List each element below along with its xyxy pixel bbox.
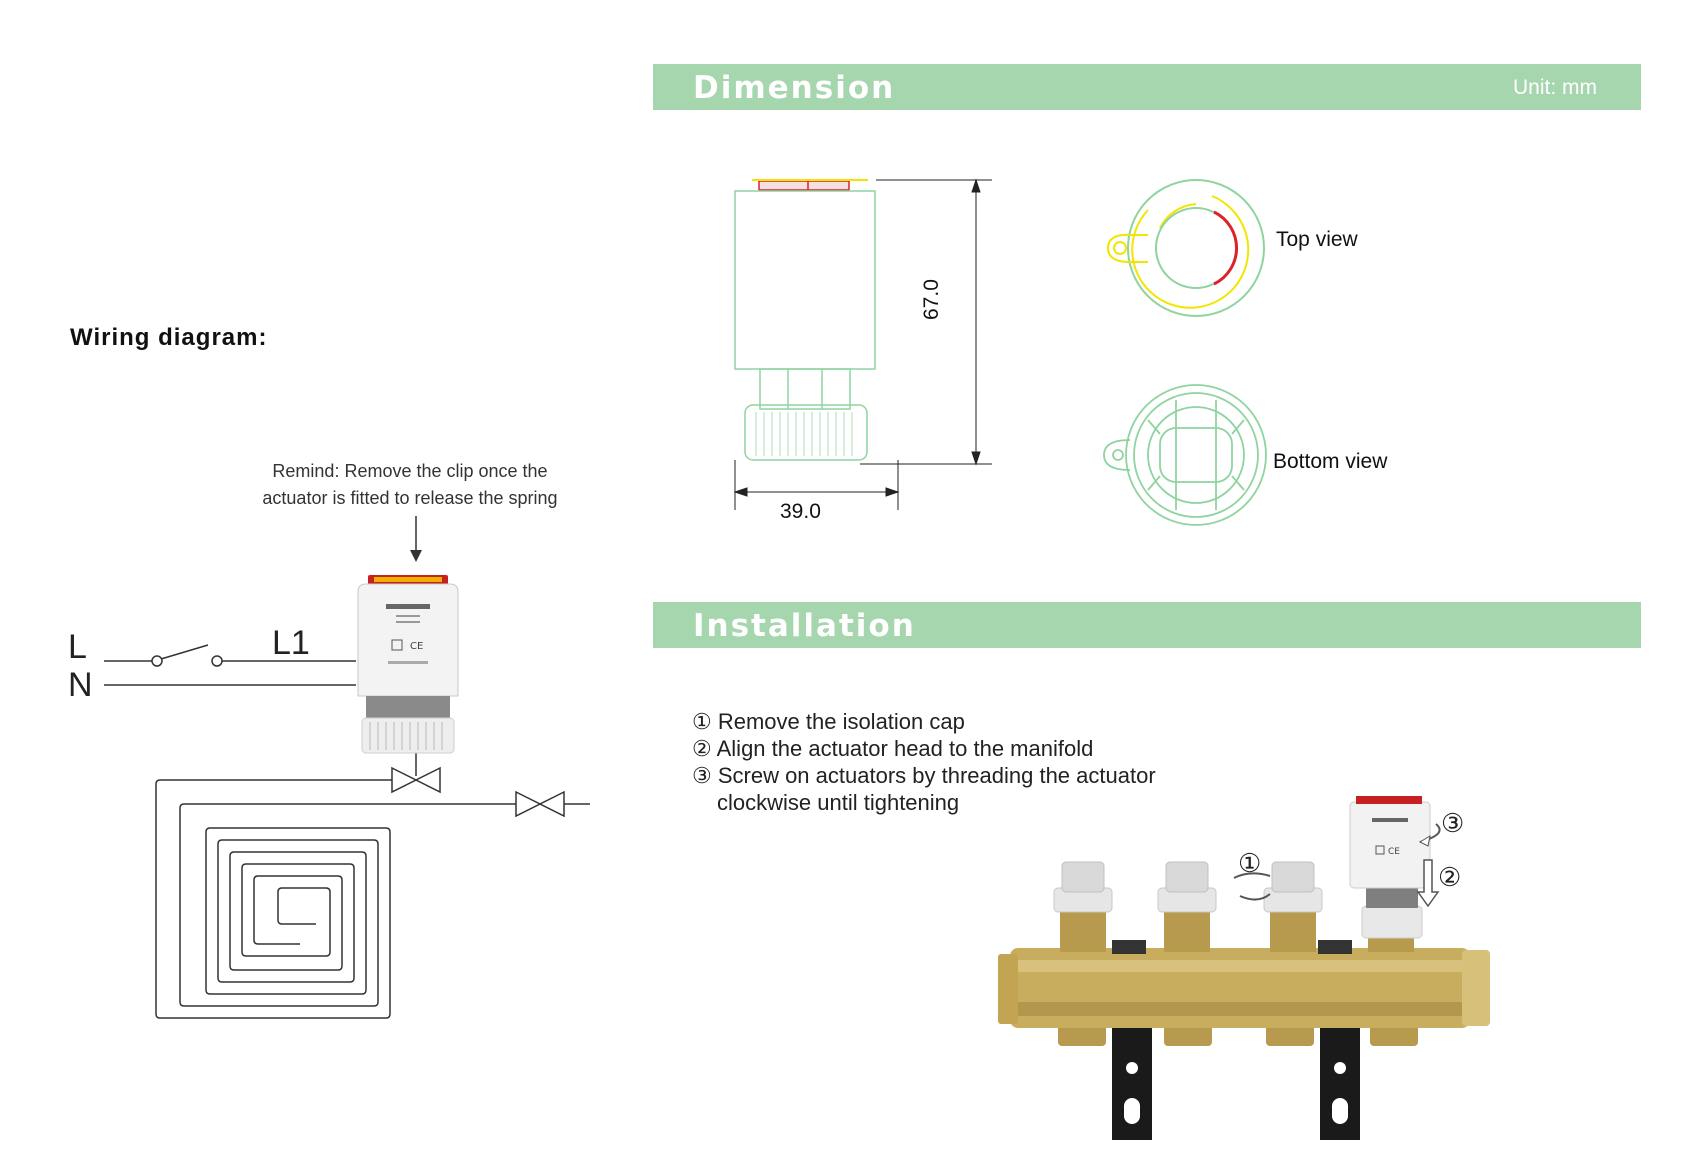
top-view-label: Top view — [1276, 228, 1358, 251]
callout-2: ② — [1438, 862, 1462, 892]
step-1: ① Remove the isolation cap — [692, 709, 965, 734]
bottom-view-drawing — [1103, 384, 1267, 526]
label-l1: L1 — [272, 624, 310, 662]
svg-text:CE: CE — [410, 641, 423, 652]
svg-text:CE: CE — [1388, 847, 1400, 857]
dimension-lines — [733, 178, 992, 510]
remind-line-1: Remind: Remove the clip once the — [272, 461, 548, 481]
actuator-side-drawing — [734, 179, 876, 461]
step-3: ③ Screw on actuators by threading the ac… — [692, 763, 1156, 788]
bottom-view-label: Bottom view — [1273, 450, 1388, 473]
installation-title: Installation — [693, 608, 916, 644]
width-dimension: 39.0 — [780, 500, 821, 523]
callout-1: ① — [1238, 848, 1262, 878]
manifold-image: CE — [998, 796, 1490, 1140]
wiring-diagram — [104, 516, 590, 1019]
step-2: ② Align the actuator head to the manifol… — [692, 736, 1094, 761]
remind-line-2: actuator is fitted to release the spring — [262, 488, 558, 508]
wiring-actuator-image: CE — [357, 575, 459, 754]
installation-steps: ① Remove the isolation cap ② Align the a… — [692, 708, 1156, 816]
top-view-drawing — [1106, 179, 1265, 317]
label-l: L — [68, 628, 87, 666]
unit-label: Unit: mm — [1513, 76, 1597, 99]
wiring-title: Wiring diagram: — [70, 324, 268, 351]
label-n: N — [68, 666, 93, 704]
dimension-banner: Dimension Unit: mm — [653, 64, 1641, 110]
installation-banner: Installation — [653, 602, 1641, 648]
callout-3: ③ — [1441, 808, 1465, 838]
remind-note: Remind: Remove the clip once the actuato… — [240, 458, 580, 512]
dimension-title: Dimension — [693, 70, 896, 106]
step-3-continued: clockwise until tightening — [717, 790, 960, 815]
